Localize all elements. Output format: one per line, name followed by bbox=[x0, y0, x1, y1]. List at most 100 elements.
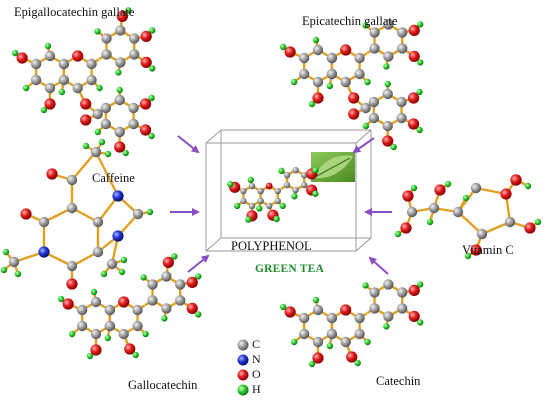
atom-o bbox=[348, 92, 360, 104]
label-vitamin-c: Vitamin C bbox=[462, 243, 514, 257]
atom-h bbox=[312, 167, 319, 174]
atom-c bbox=[369, 303, 380, 314]
atom-c bbox=[354, 68, 365, 80]
atom-o bbox=[348, 108, 360, 120]
atom-h bbox=[362, 22, 369, 29]
atom-c bbox=[298, 68, 310, 80]
atom-h bbox=[68, 330, 76, 338]
atom-c bbox=[90, 328, 102, 340]
atom-c bbox=[147, 295, 158, 306]
atom-c bbox=[354, 52, 365, 64]
atom-h bbox=[383, 63, 390, 70]
atom-c bbox=[396, 112, 407, 124]
atom-o bbox=[124, 343, 136, 355]
atom-c bbox=[298, 328, 310, 340]
atom-h bbox=[279, 303, 287, 311]
atom-c bbox=[283, 171, 291, 179]
atom-h bbox=[524, 182, 532, 190]
atom-c bbox=[106, 258, 118, 270]
legend-ball-o bbox=[237, 369, 249, 381]
atom-c bbox=[383, 51, 394, 62]
legend-label-c: C bbox=[252, 337, 261, 351]
atom-o bbox=[16, 52, 28, 64]
atom-h bbox=[279, 202, 286, 210]
atom-o bbox=[139, 98, 152, 110]
atom-o bbox=[407, 118, 420, 130]
atom-h bbox=[94, 128, 102, 136]
atom-h bbox=[227, 181, 234, 188]
label-polyphenol: POLYPHENOL bbox=[231, 239, 312, 253]
atom-h bbox=[125, 7, 132, 14]
atom-c bbox=[292, 166, 299, 174]
atom-c bbox=[298, 312, 310, 324]
atom-h bbox=[118, 268, 126, 276]
atom-h bbox=[417, 21, 424, 28]
atom-n bbox=[112, 230, 124, 242]
atom-o bbox=[408, 24, 420, 36]
atom-c bbox=[92, 216, 104, 228]
atom-h bbox=[146, 208, 154, 216]
atom-c bbox=[274, 197, 281, 205]
legend-ball-n bbox=[237, 354, 249, 366]
atom-h bbox=[362, 122, 370, 130]
atom-o bbox=[80, 98, 92, 110]
atom-c bbox=[86, 58, 97, 70]
atom-c bbox=[326, 328, 338, 340]
atom-c bbox=[369, 27, 380, 38]
atom-h bbox=[22, 84, 30, 92]
center-box bbox=[205, 129, 372, 252]
label-catechin: Catechin bbox=[376, 374, 421, 388]
atom-n bbox=[112, 190, 124, 202]
atom-c bbox=[175, 279, 186, 290]
atom-o bbox=[340, 44, 352, 56]
atom-h bbox=[312, 190, 319, 197]
atom-o bbox=[66, 278, 78, 290]
atom-o bbox=[114, 141, 126, 153]
atom-c bbox=[397, 27, 408, 38]
atom-o bbox=[265, 182, 273, 190]
atom-c bbox=[30, 58, 42, 70]
atom-c bbox=[354, 328, 365, 340]
atom-h bbox=[142, 330, 149, 338]
atom-o bbox=[72, 50, 84, 62]
atom-o bbox=[116, 10, 128, 22]
label-egcg: Epigallocatechin gallate bbox=[14, 5, 135, 19]
label-green-tea: GREEN TEA bbox=[255, 263, 325, 275]
atom-c bbox=[383, 311, 394, 322]
label-gallocatechin: Gallocatechin bbox=[128, 378, 198, 392]
atom-c bbox=[428, 202, 440, 214]
atom-c bbox=[90, 296, 102, 308]
atom-c bbox=[397, 43, 408, 54]
atom-c bbox=[452, 206, 464, 218]
atom-o bbox=[408, 284, 420, 296]
atom-o bbox=[140, 30, 152, 42]
atom-c bbox=[300, 181, 308, 189]
atom-h bbox=[0, 266, 8, 274]
atom-c bbox=[240, 187, 247, 195]
atom-c bbox=[58, 58, 70, 70]
atom-c bbox=[283, 181, 291, 189]
legend-ball-c bbox=[237, 339, 249, 351]
atom-c bbox=[298, 52, 310, 64]
atom-c bbox=[292, 186, 299, 194]
atom-c bbox=[30, 74, 42, 86]
atom-c bbox=[265, 202, 273, 210]
atom-h bbox=[140, 274, 147, 281]
atom-o bbox=[44, 98, 56, 110]
atom-h bbox=[416, 126, 423, 134]
atom-h bbox=[278, 167, 285, 175]
atom-h bbox=[362, 282, 369, 289]
atom-c bbox=[76, 320, 88, 332]
arrow bbox=[368, 256, 389, 275]
atom-h bbox=[104, 334, 112, 342]
atom-h bbox=[82, 142, 90, 150]
atom-c bbox=[354, 312, 365, 324]
atom-o bbox=[118, 296, 130, 308]
atom-h bbox=[464, 252, 472, 260]
atom-h bbox=[86, 352, 94, 360]
atom-h bbox=[308, 360, 316, 368]
atom-c bbox=[470, 182, 482, 194]
atom-h bbox=[390, 143, 397, 151]
atom-c bbox=[240, 197, 247, 205]
